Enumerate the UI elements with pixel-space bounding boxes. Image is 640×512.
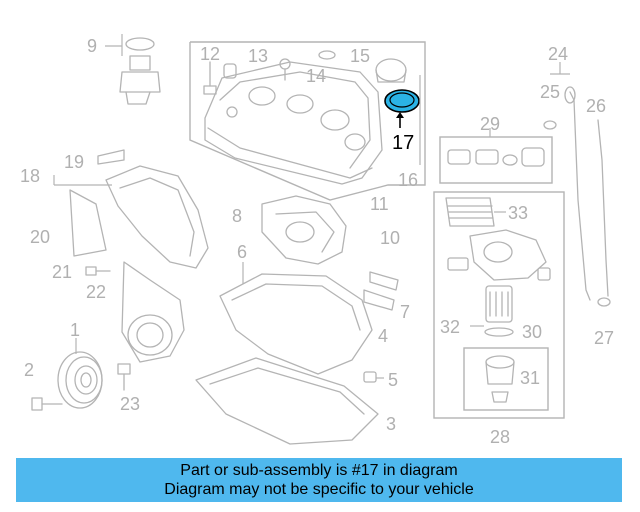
part-6-upper-oil-pan [219,262,373,375]
oil-cooler-parts-box [439,136,553,184]
part-12-bolt [203,61,217,95]
part-1-crank-pulley [57,338,103,409]
callout-17-highlighted: 17 [392,132,414,154]
part-8-housing [261,195,347,265]
part-17-gasket-highlighted [384,89,420,128]
callout-12: 12 [200,44,220,64]
callout-24: 24 [548,44,568,64]
callout-31: 31 [520,368,540,388]
filter-cap-box [463,347,549,411]
part-info-banner: Part or sub-assembly is #17 in diagram D… [16,458,622,502]
part-29-seal-kit [447,128,545,167]
oil-filter-housing [447,229,551,281]
callout-2: 2 [24,360,34,380]
part-18-timing-cover [53,165,209,269]
valve-cover-group-box [189,41,426,201]
callout-11: 11 [370,194,389,214]
callout-26: 26 [586,96,606,116]
part-19-cover-clip [97,149,125,165]
part-26-dipstick-tube [564,86,609,301]
part-23-sensor [117,363,131,391]
callout-16: 16 [398,170,418,190]
callout-15: 15 [350,46,370,66]
callout-4: 4 [378,326,388,346]
part-32-oil-filter-element [470,285,514,337]
callout-3: 3 [386,414,396,434]
part-27-o-ring [597,297,611,307]
part-21-bolt [85,266,111,276]
callout-25: 25 [540,82,560,102]
part-5-drain-plug [363,371,384,383]
callout-8: 8 [232,206,242,226]
banner-part-line: Part or sub-assembly is #17 in diagram [180,462,458,479]
part-9-oil-level-sensor [105,34,161,105]
part-24-dipstick-assembly [550,62,570,75]
part-4-bracket [363,289,395,311]
callout-1: 1 [70,320,80,340]
oil-filter-housing-group-box [433,191,565,419]
callout-18: 18 [20,166,40,186]
callout-6: 6 [237,242,247,262]
part-33-oil-cooler [445,197,506,227]
callout-29: 29 [480,114,500,134]
callout-21: 21 [52,262,72,282]
part-13-fitting [223,63,237,79]
banner-disclaimer-line: Diagram may not be specific to your vehi… [164,481,474,498]
callout-14: 14 [306,66,326,86]
callout-28: 28 [490,427,510,447]
part-7-bracket [369,271,399,291]
part-22-lower-cover [121,261,185,363]
callout-30: 30 [522,322,542,342]
part-31-filter-cap [485,355,515,403]
part-14-screw [279,58,291,81]
callout-22: 22 [86,282,106,302]
callout-32: 32 [440,317,460,337]
callout-7: 7 [400,302,410,322]
callout-9: 9 [87,36,97,56]
part-10-valve-cover [204,61,383,185]
part-2-pulley-bolt [31,397,63,411]
part-20-guard [69,189,107,257]
callout-19: 19 [64,152,84,172]
callout-27: 27 [594,328,614,348]
callout-23: 23 [120,394,140,414]
part-3-lower-oil-pan [195,357,379,445]
oil-filler-cap [375,58,407,83]
callout-13: 13 [248,46,268,66]
callout-20: 20 [30,227,50,247]
part-15-seal [318,50,336,60]
callout-10: 10 [380,228,400,248]
callout-5: 5 [388,370,398,390]
callout-33: 33 [508,203,528,223]
part-25-seal [543,120,557,130]
